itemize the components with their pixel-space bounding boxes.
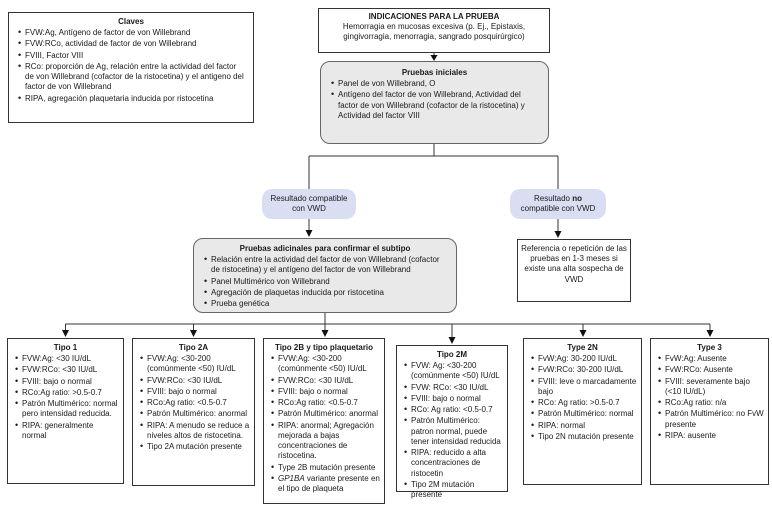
legend-item: FVW:RCo, actividad de factor de von Will… [17,38,247,50]
type3-item: Patrón Multimérico: no FvW presente [657,408,764,429]
initial-tests-item: Antígeno del factor de von Willebrand, A… [330,89,541,121]
type2a-item: Patrón Multimérico: anormal [139,408,250,420]
type2a-item: RCo:Ag ratio: <0.5-0.7 [139,397,250,409]
legend-box: Claves FVW:Ag, Antígeno de factor de von… [8,12,254,123]
type2n-title: Type 2N [567,343,598,352]
type2m-item: FVIII: bajo o normal [403,393,503,405]
type2a-item: FVW:Ag: <30-200 (comúnmente <50) IU/dL [139,353,250,374]
type3-item: RCo:Ag ratio: n/a [657,397,764,409]
type1-item: RIPA: generalmente normal [14,420,119,441]
type2a-title: Tipo 2A [178,343,209,352]
type2a-item: FVW:RCo: <30 IU/dL [139,375,250,387]
type2n-list: FvW:Ag: 30-200 IU/dL FvW:RCo: 30-200 IU/… [526,353,639,443]
type2a-item: Tipo 2A mutación presente [139,441,250,453]
type1-item: FVW:RCo: <30 IU/dL [14,364,119,376]
type2b-item: RIPA: anormal; Agregación mejorada a baj… [270,420,380,462]
type1-item: RCo:Ag ratio: >0.5-0.7 [14,387,119,399]
additional-tests-item: Relación entre la actividad del factor d… [203,254,449,275]
legend-item: RCo: proporción de Ag, relación entre la… [17,61,247,93]
type2n-item: Tipo 2N mutación presente [530,431,637,443]
legend-item: RIPA, agregación plaquetaria inducida po… [17,93,247,105]
type1-item: Patrón Multimérico: normal pero intensid… [14,398,119,419]
result-not-compatible-pill: Resultado no compatible con VWD [510,189,606,219]
type3-item: RIPA: ausente [657,430,764,442]
result-compatible-label: Resultado compatible con VWD [270,193,348,213]
referral-text: Referencia o repetición de las pruebas e… [521,244,627,284]
referral-box: Referencia o repetición de las pruebas e… [517,239,631,302]
gp1ba-gene-name: GP1BA [278,473,305,483]
additional-tests-item: Agregación de plaquetas inducida por ris… [203,287,449,299]
type2m-item: RIPA: reducido a alta concentraciones de… [403,447,503,479]
type2m-list: FVW: Ag: <30-200 (comúnmente <50) IU/dL … [399,360,505,500]
type2m-box: Tipo 2M FVW: Ag: <30-200 (comúnmente <50… [396,345,508,499]
additional-tests-item: Panel Multimérico von Willebrand [203,276,449,288]
type2n-item: FVIII: leve o marcadamente bajo [530,376,637,397]
type1-item: FVIII: bajo o normal [14,376,119,388]
type2a-box: Tipo 2A FVW:Ag: <30-200 (comúnmente <50)… [132,338,255,486]
type2n-item: FvW:Ag: 30-200 IU/dL [530,353,637,365]
result-compatible-pill: Resultado compatible con VWD [262,189,356,219]
type2m-item: RCo: Ag ratio: <0.5-0.7 [403,404,503,416]
type2b-title: Tipo 2B y tipo plaquetario [274,343,374,352]
type3-item: FvW:Ag: Ausente [657,353,764,365]
initial-tests-title: Pruebas iniciales [401,68,468,77]
type1-list: FVW:Ag: <30 IU/dL FVW:RCo: <30 IU/dL FVI… [10,353,121,441]
type2b-item-gp1ba: GP1BA variante presente en el tipo de pl… [270,473,380,494]
additional-tests-title: Pruebas adicinales para confirmar el sub… [239,244,411,253]
type2m-item: FVW: RCo: <30 IU/dL [403,382,503,394]
type2a-list: FVW:Ag: <30-200 (comúnmente <50) IU/dL F… [135,353,252,453]
type2b-item: Patrón Multimérico: anormal [270,408,380,420]
type3-list: FvW:Ag: Ausente FvW:RCo: Ausente FVIII: … [653,353,766,442]
type2b-list: FVW:Ag: <30-200 (comúnmente <50) IU/dL F… [266,353,382,494]
initial-tests-box: Pruebas iniciales Panel de von Willebran… [320,61,549,144]
type2m-item: Patrón Multimérico: patron normal, puede… [403,415,503,447]
initial-tests-list: Panel de von Willebrand, O Antígeno del … [326,78,543,121]
indications-title: INDICACIONES PARA LA PRUEBA [368,12,500,21]
type2b-item: FVW:Ag: <30-200 (comúnmente <50) IU/dL [270,353,380,374]
result-not-compatible-bold: no [572,193,583,203]
type2a-item: RIPA: A menudo se reduce a niveles altos… [139,420,250,441]
type1-title: Tipo 1 [53,343,78,352]
legend-item: FVIII, Factor VIII [17,50,247,62]
type2b-item: FVIII: bajo o normal [270,386,380,398]
additional-tests-item: Prueba genética [203,298,449,310]
arrowheads [62,55,714,344]
type2a-item: FVIII: bajo o normal [139,386,250,398]
type2m-title: Tipo 2M [436,350,468,359]
type2n-box: Type 2N FvW:Ag: 30-200 IU/dL FvW:RCo: 30… [523,338,642,485]
initial-tests-item: Panel de von Willebrand, O [330,78,541,90]
type2n-item: FvW:RCo: 30-200 IU/dL [530,364,637,376]
type2b-item: FVW:RCo: <30 IU/dL [270,375,380,387]
type2b-box: Tipo 2B y tipo plaquetario FVW:Ag: <30-2… [263,338,385,504]
type2b-item: Type 2B mutación presente [270,462,380,474]
type2b-item: RCo:Ag ratio: <0.5-0.7 [270,397,380,409]
indications-body: Hemorragia en mucosas excesiva (p. Ej., … [342,22,526,42]
legend-item: FVW:Ag, Antígeno de factor de von Willeb… [17,27,247,39]
type1-item: FVW:Ag: <30 IU/dL [14,353,119,365]
indications-box: INDICACIONES PARA LA PRUEBA Hemorragia e… [318,8,550,53]
legend-title: Claves [118,17,144,26]
type2n-item: Patrón Multimérico: normal [530,408,637,420]
type3-item: FvW:RCo: Ausente [657,364,764,376]
type3-title: Type 3 [697,343,722,352]
result-not-compatible-pre: Resultado [533,193,573,203]
legend-list: FVW:Ag, Antígeno de factor de von Willeb… [13,27,249,105]
type2n-item: RIPA: normal [530,420,637,432]
type3-item: FVIII: severamente bajo (<10 IU/dL) [657,376,764,397]
type2m-item: Tipo 2M mutación presente [403,479,503,500]
type2n-item: RCo: Ag ratio: >0.5-0.7 [530,397,637,409]
additional-tests-list: Relación entre la actividad del factor d… [199,254,451,310]
result-not-compatible-post: compatible con VWD [520,204,596,213]
type3-box: Type 3 FvW:Ag: Ausente FvW:RCo: Ausente … [650,338,769,485]
type1-box: Tipo 1 FVW:Ag: <30 IU/dL FVW:RCo: <30 IU… [7,338,124,484]
result-not-compatible-label: Resultado no compatible con VWD [516,194,600,214]
gp1ba-rest: variante presente en el tipo de plaqueta [278,473,380,494]
additional-tests-box: Pruebas adicinales para confirmar el sub… [193,238,457,313]
type2m-item: FVW: Ag: <30-200 (comúnmente <50) IU/dL [403,360,503,381]
